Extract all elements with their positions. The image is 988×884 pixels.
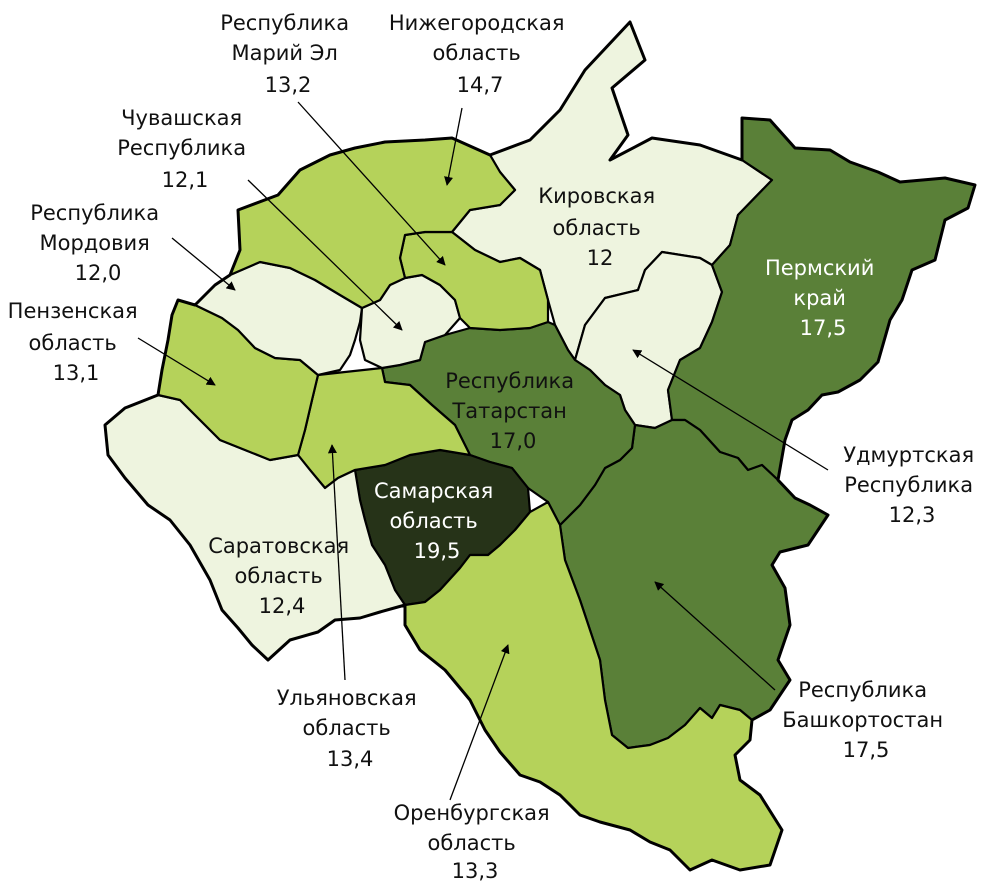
leader-bashkortostan — [654, 581, 776, 691]
leader-lines — [137, 101, 829, 801]
leader-orenburg — [449, 644, 510, 801]
regions-layer — [103, 20, 977, 872]
label-saratov: Саратовская область 12,4 — [208, 534, 356, 618]
label-penza: Пензенская область 13,1 — [8, 299, 145, 385]
leader-mari-el — [297, 101, 446, 266]
label-perm: Пермский край 17,5 — [765, 256, 881, 340]
label-samara: Самарская область 19,5 — [374, 479, 500, 563]
label-nizhny: Нижегородская область 14,7 — [389, 11, 571, 97]
district-outline — [103, 20, 977, 872]
label-bashkortostan: Республика Башкортостан 17,5 — [782, 678, 950, 762]
leader-ulyanovsk — [327, 444, 346, 681]
leader-mordovia — [171, 237, 236, 291]
label-chuvash: Чувашская Республика 12,1 — [117, 106, 253, 192]
label-udmurt: Удмуртская Республика 12,3 — [843, 443, 981, 527]
leader-penza — [137, 337, 216, 386]
label-mordovia: Республика Мордовия 12,0 — [30, 201, 166, 285]
label-tatarstan: Республика Татарстан 17,0 — [445, 369, 581, 453]
label-kirov: Кировская область 12 — [538, 184, 662, 270]
label-ulyanovsk: Ульяновская область 13,4 — [277, 686, 424, 771]
label-orenburg: Оренбургская область 13,3 — [394, 801, 557, 883]
leader-nizhny — [444, 107, 463, 186]
leader-udmurt — [632, 349, 829, 471]
leader-chuvash — [247, 179, 403, 331]
label-mari-el: Республика Марий Эл 13,2 — [220, 11, 356, 97]
labels-layer: Республика Марий Эл 13,2 Нижегородская о… — [8, 11, 981, 883]
